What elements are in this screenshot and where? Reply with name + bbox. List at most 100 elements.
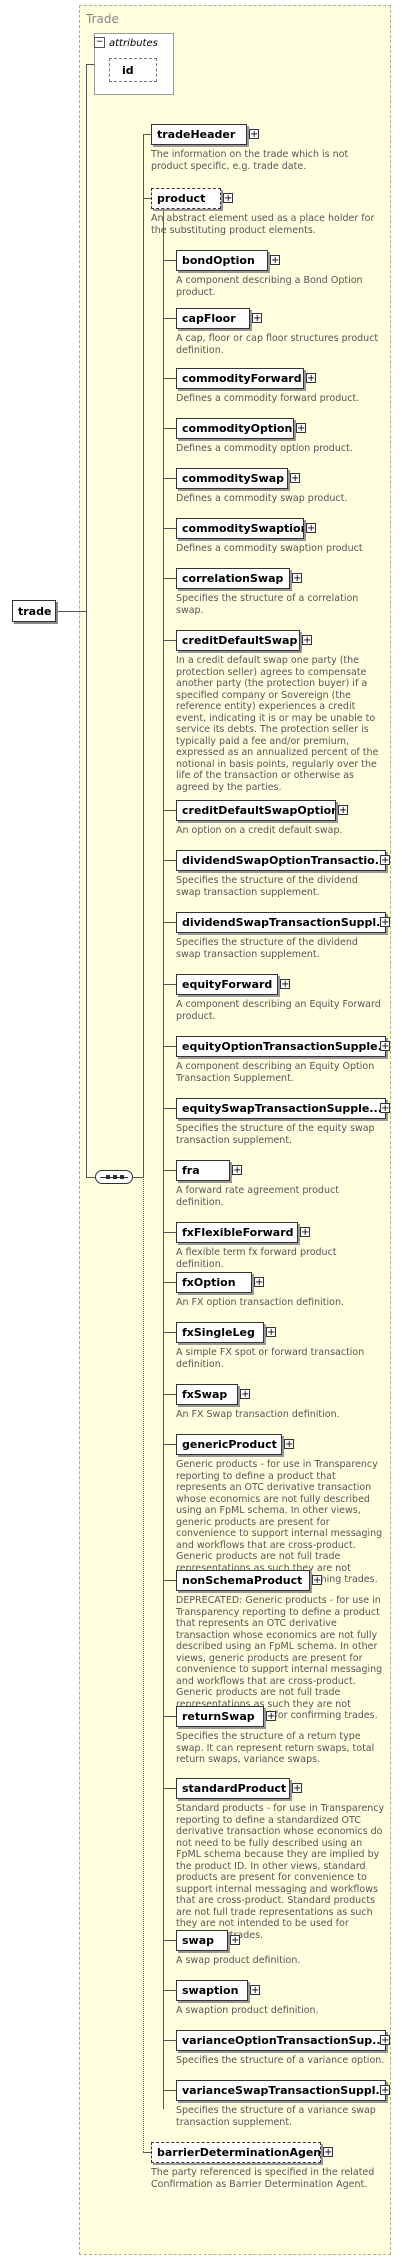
element-returnswap[interactable]: returnSwap [176,1706,264,1727]
element-correlationswap[interactable]: correlationSwap [176,568,290,589]
node-connector [163,378,176,379]
element-varianceswaptransactionsuppl[interactable]: varianceSwapTransactionSuppl... [176,2080,386,2101]
element-label: tradeHeader [157,128,236,141]
expand-icon[interactable]: + [250,1985,260,1996]
expand-icon[interactable]: + [380,2085,390,2096]
expand-icon[interactable]: + [284,1439,294,1450]
attributes-group: − attributes id [94,33,174,95]
element-description: In a credit default swap one party (the … [176,655,379,793]
expand-icon[interactable]: + [292,1783,302,1794]
element-tradeheader[interactable]: tradeHeader [151,124,247,145]
element-barrierdeterminationagent[interactable]: barrierDeterminationAgent [151,2142,321,2163]
substitution-group-line [163,209,164,2109]
expand-icon[interactable]: + [280,979,290,990]
element-label: varianceOptionTransactionSup... [182,2034,385,2047]
node-connector [163,984,176,985]
element-description: A swaption product definition. [176,2005,319,2016]
expand-icon[interactable]: + [270,255,280,266]
element-description: A flexible term fx forward product defin… [176,1247,337,1270]
element-description: A component describing a Bond Option pro… [176,275,363,298]
expand-icon[interactable]: + [232,1165,242,1176]
element-capfloor[interactable]: capFloor [176,308,250,329]
collapse-icon[interactable]: − [94,37,105,48]
element-description: An option on a credit default swap. [176,825,343,836]
expand-icon[interactable]: + [240,1389,250,1400]
element-equityoptiontransactionsupple[interactable]: equityOptionTransactionSupple... [176,1036,386,1057]
element-bondoption[interactable]: bondOption [176,250,268,271]
element-label: commoditySwaption [182,522,304,535]
element-swap[interactable]: swap [176,1930,228,1951]
expand-icon[interactable]: + [290,473,300,484]
expand-icon[interactable]: + [312,1575,322,1586]
element-commodityswap[interactable]: commoditySwap [176,468,288,489]
element-fra[interactable]: fra [176,1160,230,1181]
element-fxoption[interactable]: fxOption [176,1272,252,1293]
node-connector [163,318,176,319]
element-commodityoption[interactable]: commodityOption [176,418,294,439]
element-description: Specifies the structure of the equity sw… [176,1123,375,1146]
expand-icon[interactable]: + [300,1227,310,1238]
element-creditdefaultswapoption[interactable]: creditDefaultSwapOption [176,800,336,821]
expand-icon[interactable]: + [380,855,390,866]
element-swaption[interactable]: swaption [176,1980,248,2001]
expand-icon[interactable]: + [266,1327,276,1338]
element-genericproduct[interactable]: genericProduct [176,1434,282,1455]
expand-icon[interactable]: + [338,805,348,816]
expand-icon[interactable]: + [296,423,306,434]
node-connector [163,428,176,429]
expand-icon[interactable]: + [249,129,259,140]
expand-icon[interactable]: + [302,635,312,646]
element-dividendswaptransactionsuppl[interactable]: dividendSwapTransactionSuppl... [176,912,386,933]
element-product[interactable]: product [151,188,221,209]
element-description: Defines a commodity swaption product [176,543,363,554]
node-connector [163,860,176,861]
expand-icon[interactable]: + [306,523,316,534]
expand-icon[interactable]: + [306,373,316,384]
element-description: A component describing an Equity Forward… [176,999,381,1022]
element-label: bondOption [182,254,255,267]
expand-icon[interactable]: + [380,1041,390,1052]
expand-icon[interactable]: + [380,1103,390,1114]
element-fxswap[interactable]: fxSwap [176,1384,238,1405]
element-label: equityForward [182,978,273,991]
element-equityswaptransactionsupple[interactable]: equitySwapTransactionSupple... [176,1098,386,1119]
element-equityforward[interactable]: equityForward [176,974,278,995]
expand-icon[interactable]: + [252,313,262,324]
element-description: Specifies the structure of the dividend … [176,937,358,960]
element-varianceoptiontransactionsup[interactable]: varianceOptionTransactionSup... [176,2030,386,2051]
element-label: equityOptionTransactionSupple... [182,1040,386,1053]
expand-icon[interactable]: + [380,2035,390,2046]
trunk-line [86,64,87,1177]
element-description: An FX Swap transaction definition. [176,1409,340,1420]
expand-icon[interactable]: + [223,193,233,204]
node-connector [163,1990,176,1991]
element-fxsingleleg[interactable]: fxSingleLeg [176,1322,264,1343]
element-label: varianceSwapTransactionSuppl... [182,2084,386,2097]
element-label: genericProduct [182,1438,277,1451]
node-connector [163,1108,176,1109]
attribute-id[interactable]: id [109,58,157,82]
expand-icon[interactable]: + [323,2147,333,2158]
element-standardproduct[interactable]: standardProduct [176,1778,290,1799]
element-creditdefaultswap[interactable]: creditDefaultSwap [176,630,300,651]
element-label: capFloor [182,312,236,325]
node-connector [163,1716,176,1717]
element-commodityforward[interactable]: commodityForward [176,368,304,389]
expand-icon[interactable]: + [230,1935,240,1946]
expand-icon[interactable]: + [266,1711,276,1722]
node-connector [163,1394,176,1395]
element-nonschemaproduct[interactable]: nonSchemaProduct [176,1570,310,1591]
element-description: A swap product definition. [176,1955,301,1966]
expand-icon[interactable]: + [254,1277,264,1288]
node-connector [163,1788,176,1789]
expand-icon[interactable]: + [292,573,302,584]
element-label: fxSwap [182,1388,228,1401]
expand-icon[interactable]: + [380,917,390,928]
node-connector [143,198,151,199]
sequence-compositor[interactable] [95,1170,133,1184]
element-fxflexibleforward[interactable]: fxFlexibleForward [176,1222,298,1243]
element-dividendswapoptiontransactio[interactable]: dividendSwapOptionTransactio... [176,850,386,871]
element-commodityswaption[interactable]: commoditySwaption [176,518,304,539]
element-description: Defines a commodity option product. [176,443,353,454]
root-element-trade[interactable]: trade [12,600,56,622]
